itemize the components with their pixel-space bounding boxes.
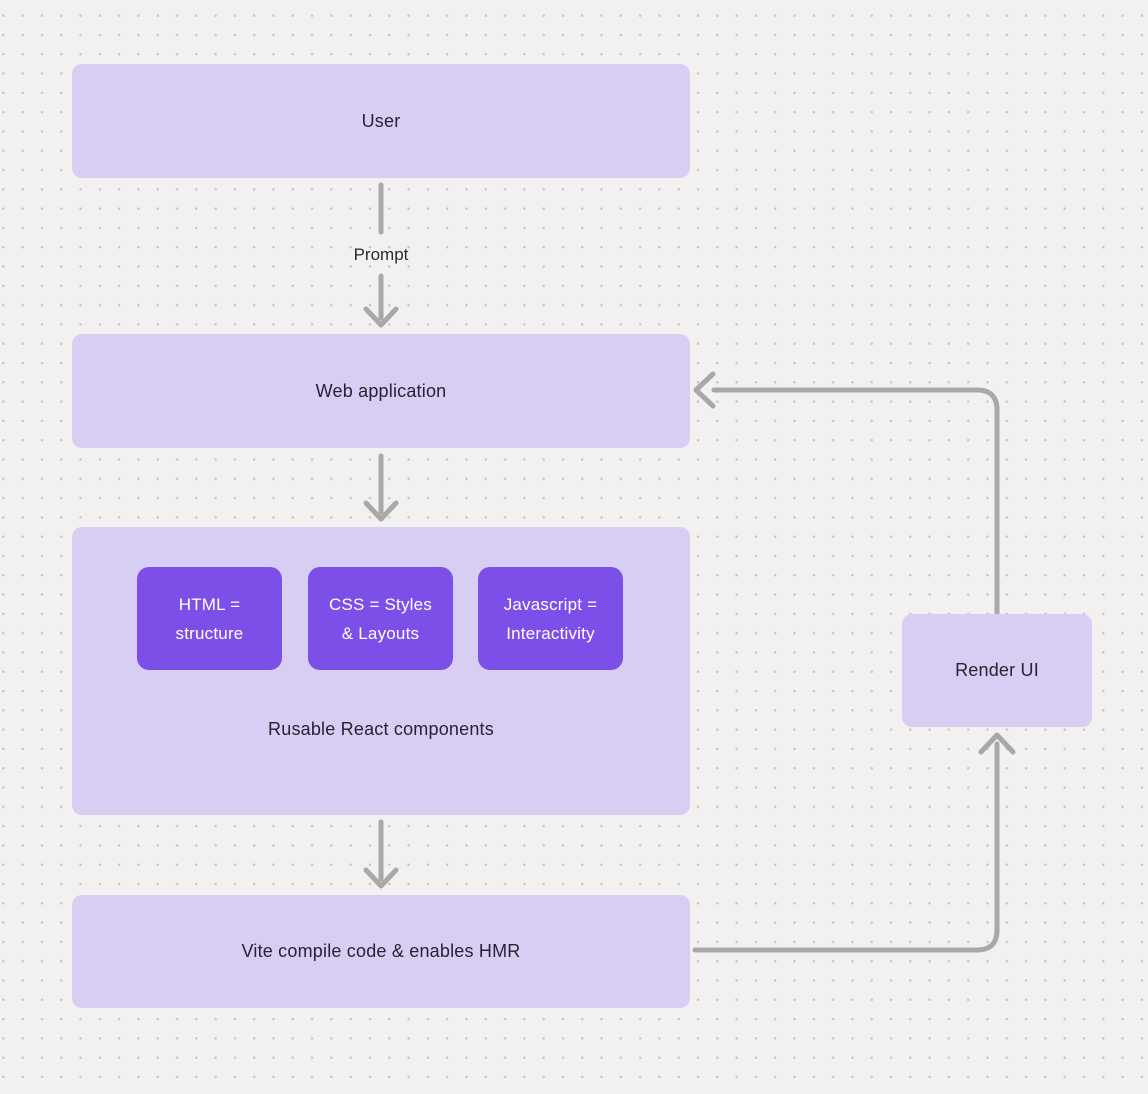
node-user[interactable]: User (72, 64, 690, 178)
node-render-ui[interactable]: Render UI (902, 614, 1092, 727)
node-vite-label: Vite compile code & enables HMR (241, 941, 521, 961)
node-user-label: User (361, 110, 401, 131)
edge-render-webapp-arrowhead-icon (693, 371, 716, 409)
edge-group-vite-arrowhead-icon (363, 867, 399, 889)
node-render-ui-label: Render UI (955, 660, 1039, 680)
node-web-application-label: Web application (315, 380, 447, 401)
edge-label-prompt: Prompt (353, 245, 409, 264)
edge-vite-render-path (692, 741, 1000, 953)
components-group-caption: Rusable React components (268, 719, 494, 739)
edge-webapp-group-arrowhead-icon (363, 500, 399, 522)
chip-html[interactable]: HTML = structure (137, 567, 282, 670)
chip-javascript-line2: Interactivity (506, 623, 595, 643)
edge-render-webapp-path (711, 387, 1000, 616)
chip-javascript-line1: Javascript = (503, 594, 598, 614)
chip-html-line2: structure (175, 623, 244, 643)
node-components-group[interactable]: HTML = structure CSS = Styles & Layouts … (72, 527, 690, 815)
chip-css-line1: CSS = Styles (328, 594, 433, 614)
edge-prompt-webapp-arrowhead-icon (363, 306, 399, 328)
node-vite[interactable]: Vite compile code & enables HMR (72, 895, 690, 1008)
chip-css-line2: & Layouts (341, 623, 420, 643)
chip-javascript[interactable]: Javascript = Interactivity (478, 567, 623, 670)
chip-html-line1: HTML = (178, 594, 241, 614)
node-web-application[interactable]: Web application (72, 334, 690, 448)
edge-vite-render-arrowhead-icon (978, 732, 1016, 755)
chip-css[interactable]: CSS = Styles & Layouts (308, 567, 453, 670)
